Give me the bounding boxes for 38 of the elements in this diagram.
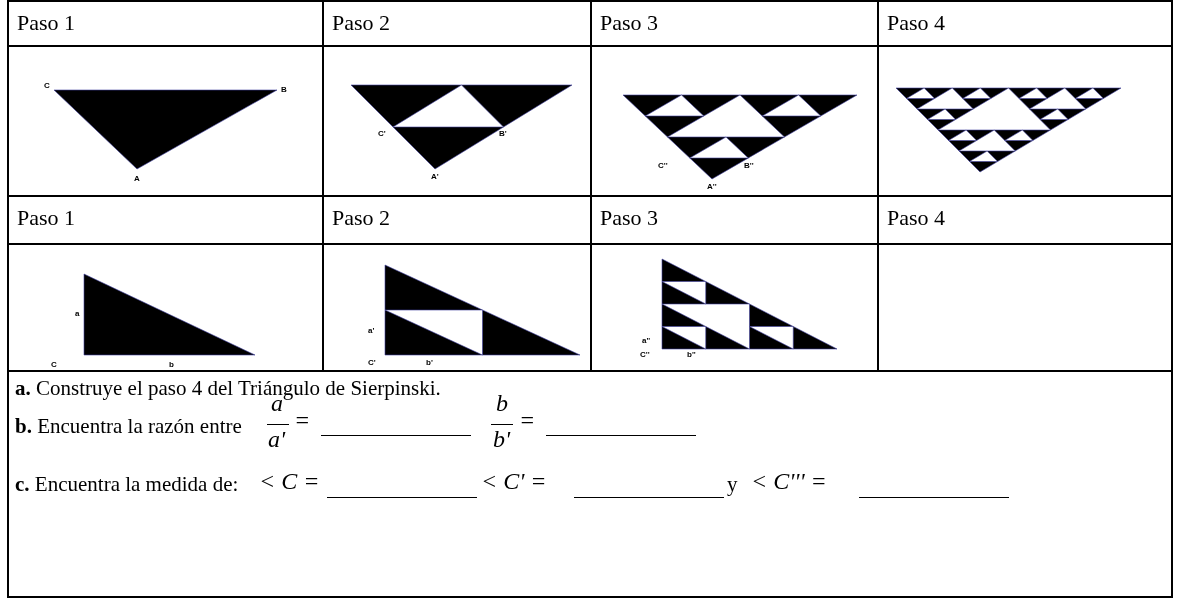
question-text: b. Encuentra la razón entre — [15, 414, 242, 439]
vertex-label: b' — [426, 359, 433, 367]
vertex-label: B'' — [744, 162, 754, 170]
step-heading: Paso 1 — [17, 10, 76, 36]
vertex-label: a'' — [642, 337, 651, 345]
vertex-label: C' — [368, 359, 376, 367]
fraction-denominator: b' — [493, 426, 511, 453]
vertex-label: b'' — [687, 351, 696, 359]
step-heading: Paso 4 — [887, 205, 946, 231]
vertex-label: B' — [499, 130, 507, 138]
vertex-label: b — [169, 361, 174, 369]
fraction-numerator: b — [496, 390, 508, 417]
vertex-label: C — [51, 361, 57, 369]
step-heading: Paso 3 — [600, 205, 659, 231]
angle-expression: < C = — [259, 468, 320, 495]
step-heading: Paso 2 — [332, 10, 391, 36]
question-text: c. Encuentra la medida de: — [15, 472, 239, 497]
vertex-label: a — [75, 310, 80, 318]
equals-sign: = — [294, 407, 311, 434]
vertex-label: C — [44, 82, 50, 90]
conjunction-text: y — [727, 472, 738, 497]
vertex-label: C'' — [658, 162, 668, 170]
vertex-label: A — [134, 175, 140, 183]
vertex-label: B — [281, 86, 287, 94]
vertex-label: C'' — [640, 351, 650, 359]
fraction-denominator: a' — [268, 426, 286, 453]
step-heading: Paso 3 — [600, 10, 659, 36]
angle-expression: < C' = — [481, 468, 547, 495]
angle-expression: < C''' = — [751, 468, 827, 495]
question-text: a. Construye el paso 4 del Triángulo de Sierpinski. — [15, 376, 441, 400]
equals-sign: = — [519, 407, 536, 434]
step-heading: Paso 1 — [17, 205, 76, 231]
vertex-label: a' — [368, 327, 375, 335]
vertex-label: A'' — [707, 183, 717, 191]
vertex-label: C' — [378, 130, 386, 138]
step-heading: Paso 2 — [332, 205, 391, 231]
vertex-label: A' — [431, 173, 439, 181]
step-heading: Paso 4 — [887, 10, 946, 36]
